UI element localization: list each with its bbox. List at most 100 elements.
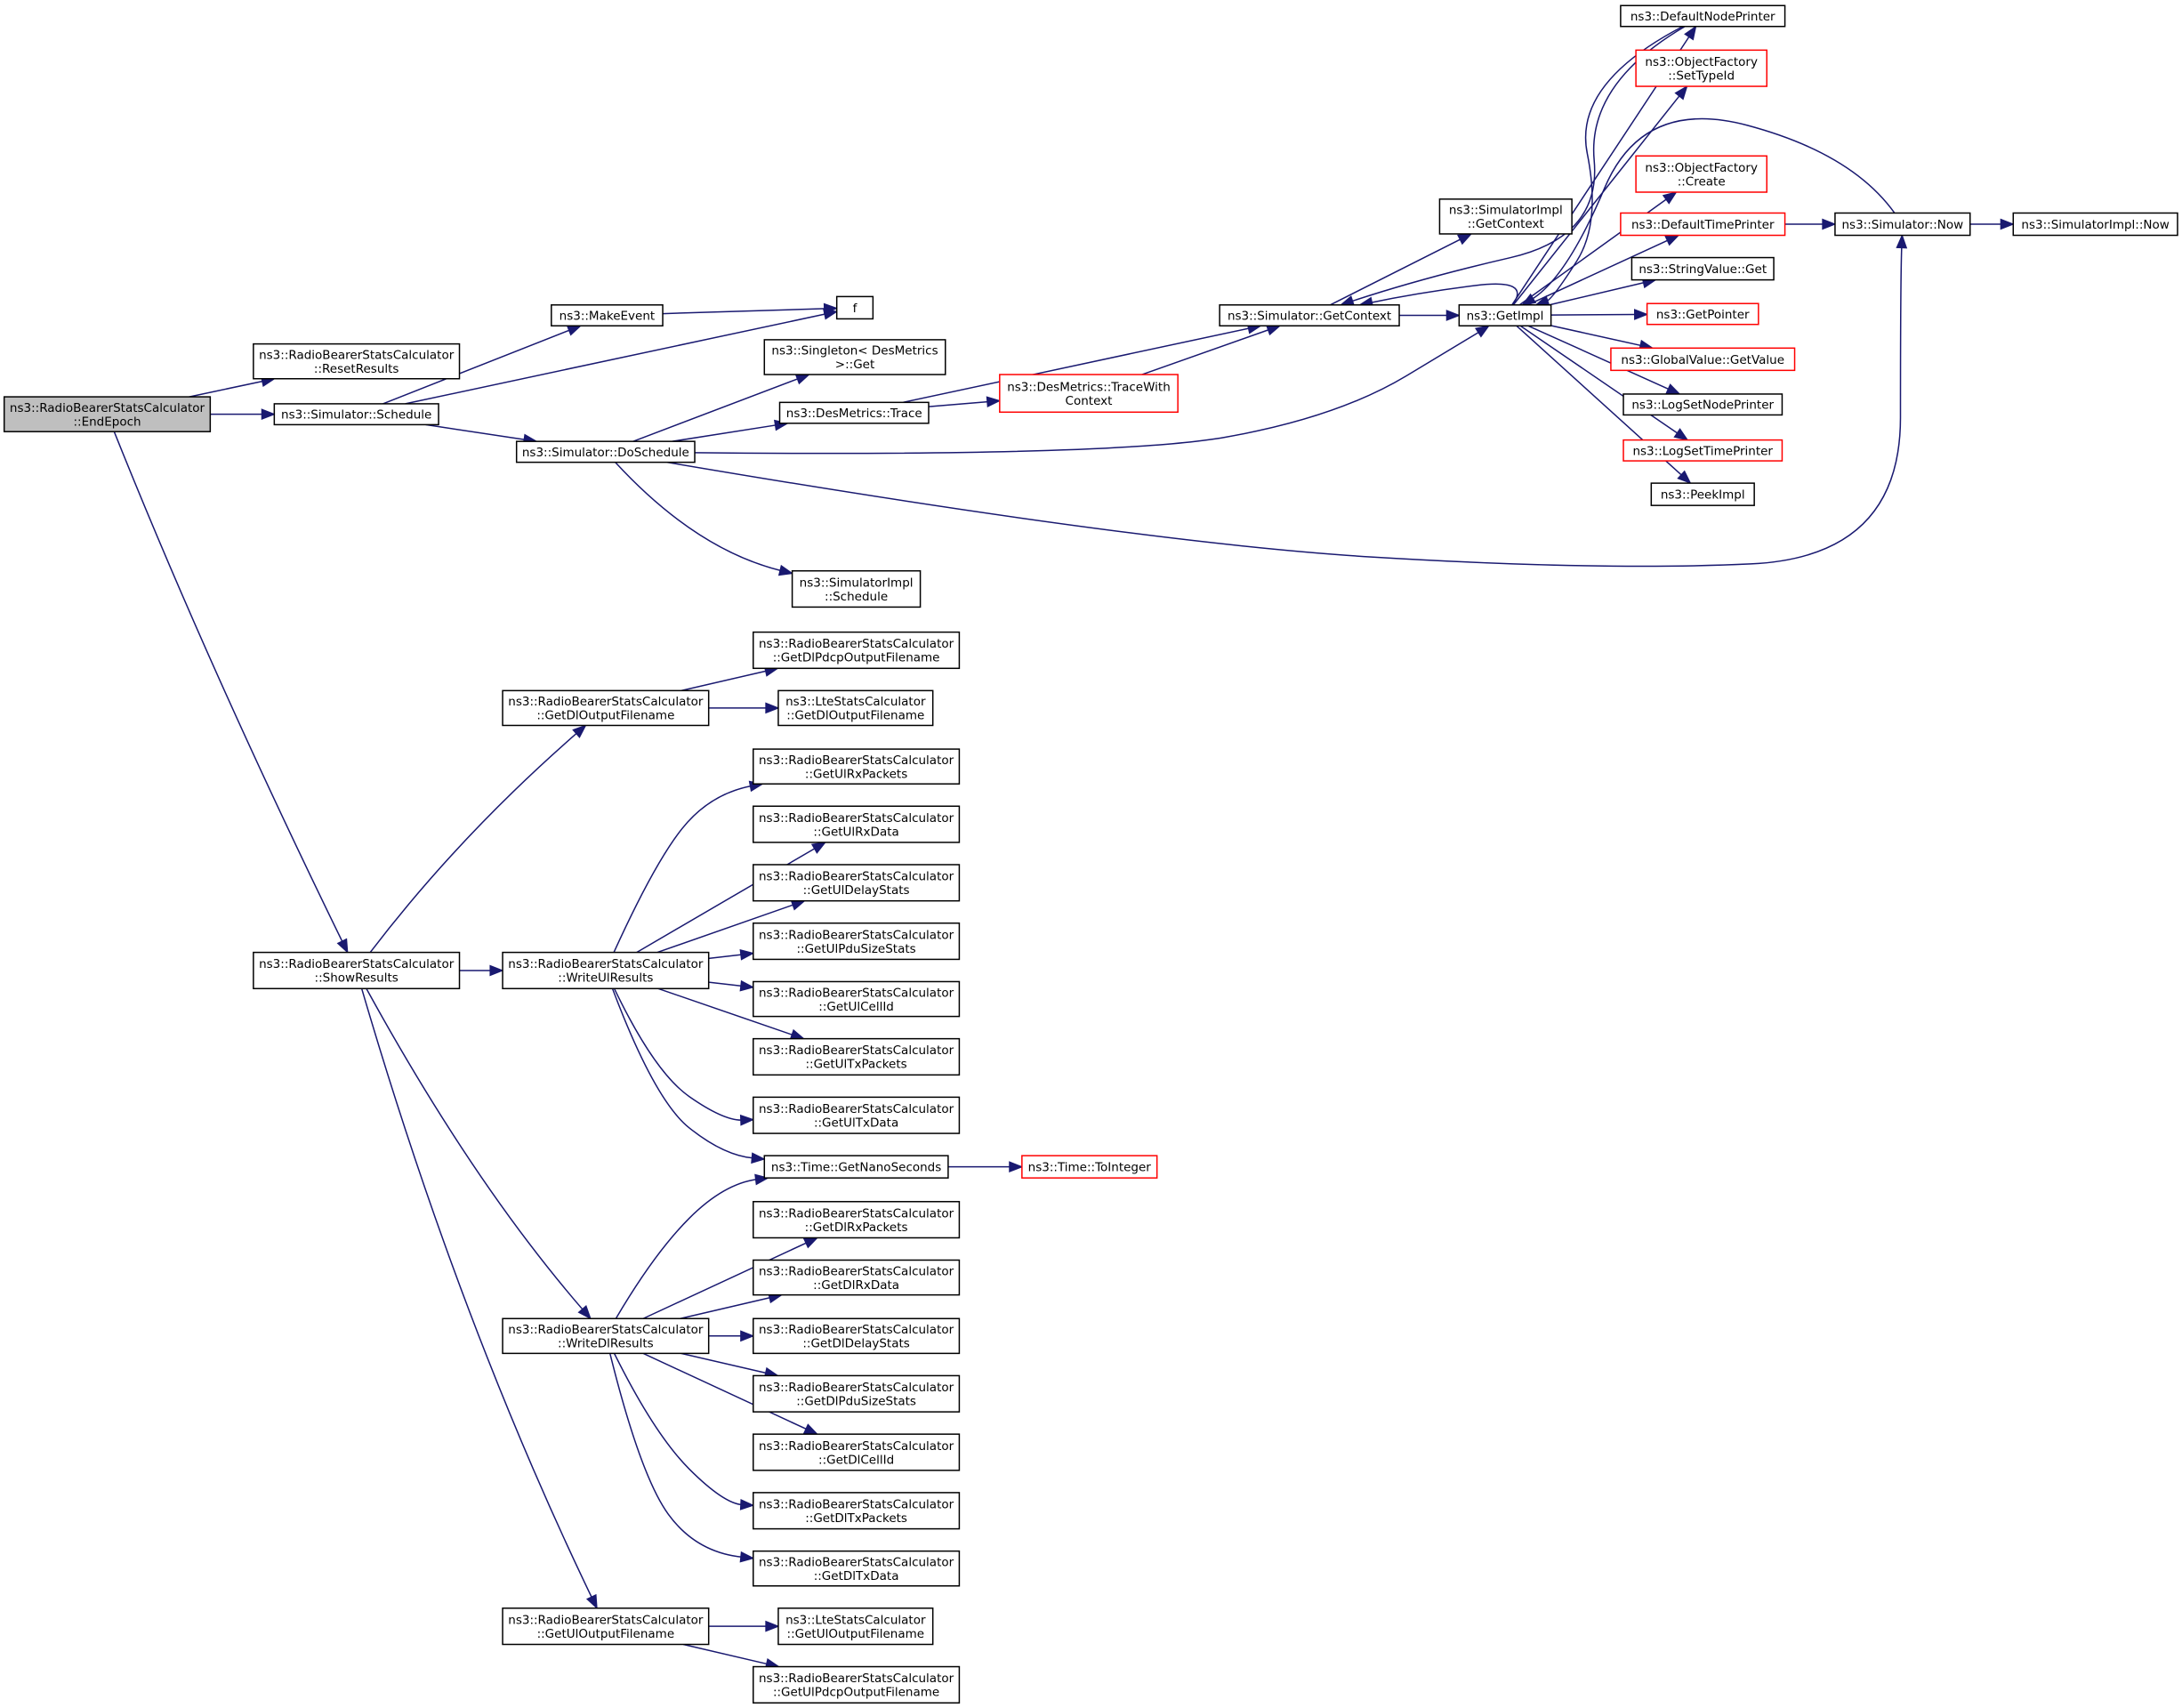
node-box [791,569,922,608]
node-label-line: ::GetUlRxData [813,825,898,839]
node-objfactory_create[interactable]: ns3::ObjectFactory::Create [1635,155,1767,193]
node-getulrxpackets[interactable]: ns3::RadioBearerStatsCalculator::GetUlRx… [753,748,961,785]
node-getdlrxpackets[interactable]: ns3::RadioBearerStatsCalculator::GetDlRx… [753,1201,961,1239]
node-doschedule[interactable]: ns3::Simulator::DoSchedule [515,440,696,463]
node-getulrxdata[interactable]: ns3::RadioBearerStatsCalculator::GetUlRx… [753,805,961,843]
node-endepoch[interactable]: ns3::RadioBearerStatsCalculator::EndEpoc… [3,396,212,432]
node-label-line: ns3::Time::ToInteger [1028,1161,1152,1175]
node-box [753,805,961,843]
node-globalvalue_getvalue[interactable]: ns3::GlobalValue::GetValue [1610,347,1796,372]
node-box [1021,1155,1158,1179]
node-getdldelaystats[interactable]: ns3::RadioBearerStatsCalculator::GetDlDe… [753,1317,961,1355]
call-edge-getdloutputfilename-to-lte_getdloutputfilename [708,702,780,714]
edge-line [642,1241,809,1319]
node-box [551,304,664,327]
node-box [753,1492,961,1530]
arrowhead [739,1551,755,1563]
node-stringvalue_get[interactable]: ns3::StringValue::Get [1630,256,1775,281]
edge-line [609,1353,743,1559]
node-label-line: ::ResetResults [314,362,399,376]
node-objfactory_settypeid[interactable]: ns3::ObjectFactory::SetTypeId [1635,49,1767,87]
node-defaultnodeprinter[interactable]: ns3::DefaultNodePrinter [1620,4,1786,28]
call-edge-sim_getcontext-to-getimpl [1399,310,1461,321]
node-getultxdata[interactable]: ns3::RadioBearerStatsCalculator::GetUlTx… [753,1096,961,1134]
node-getuloutputfilename[interactable]: ns3::RadioBearerStatsCalculator::GetUlOu… [502,1607,710,1646]
node-getdltxdata[interactable]: ns3::RadioBearerStatsCalculator::GetDlTx… [753,1550,961,1587]
edge-line [613,1353,743,1506]
node-simimpl_getcontext[interactable]: ns3::SimulatorImpl::GetContext [1438,198,1573,235]
call-edge-writedlresults-to-getnanoseconds [615,1173,770,1319]
node-time_tointeger[interactable]: ns3::Time::ToInteger [1021,1155,1158,1179]
node-getultxpackets[interactable]: ns3::RadioBearerStatsCalculator::GetUlTx… [753,1037,961,1076]
node-getdlpdusizestats[interactable]: ns3::RadioBearerStatsCalculator::GetDlPd… [753,1374,961,1413]
node-label-line: ns3::RadioBearerStatsCalculator [759,1497,954,1511]
node-label-line: f [853,302,858,316]
node-showresults[interactable]: ns3::RadioBearerStatsCalculator::ShowRes… [253,951,461,990]
node-label-line: ns3::RadioBearerStatsCalculator [508,1323,704,1337]
node-sim_schedule[interactable]: ns3::Simulator::Schedule [273,403,439,426]
call-edge-desmetrics_trace-to-tracewithcontext [928,396,1002,408]
node-defaulttimeprinter[interactable]: ns3::DefaultTimePrinter [1620,212,1786,237]
node-simimpl_schedule[interactable]: ns3::SimulatorImpl::Schedule [791,569,922,608]
node-lte_getdloutputfilename[interactable]: ns3::LteStatsCalculator::GetDlOutputFile… [777,689,934,727]
node-getdltxpackets[interactable]: ns3::RadioBearerStatsCalculator::GetDlTx… [753,1492,961,1530]
edge-line [1519,325,1679,435]
node-sim_getcontext[interactable]: ns3::Simulator::GetContext [1219,304,1400,327]
node-resetresults[interactable]: ns3::RadioBearerStatsCalculator::ResetRe… [253,342,461,380]
call-edge-doschedule-to-singleton_get [632,374,811,442]
call-edge-getimpl-to-globalvalue_getvalue [1550,325,1655,351]
node-getulcellid[interactable]: ns3::RadioBearerStatsCalculator::GetUlCe… [753,980,961,1018]
node-getnanoseconds[interactable]: ns3::Time::GetNanoSeconds [763,1155,949,1179]
call-edge-getimpl-to-stringvalue_get [1549,277,1657,306]
node-writeulresults[interactable]: ns3::RadioBearerStatsCalculator::WriteUl… [502,951,710,990]
arrowhead [790,899,807,911]
node-logsettimeprinter[interactable]: ns3::LogSetTimePrinter [1622,439,1783,462]
node-simimpl_now[interactable]: ns3::SimulatorImpl::Now [2012,212,2178,237]
call-edge-getdloutputfilename-to-getdlpdcpoutputfilename [680,665,779,692]
edge-line [1330,238,1462,306]
node-label-line: ns3::RadioBearerStatsCalculator [759,1439,954,1454]
node-getimpl[interactable]: ns3::GetImpl [1458,304,1552,327]
node-box [515,440,696,463]
call-edge-writeulresults-to-getulcellid [708,979,755,992]
node-singleton_get[interactable]: ns3::Singleton< DesMetrics>::Get [763,339,946,375]
node-label-line: ::ShowResults [315,971,399,986]
node-label-line: ns3::Time::GetNanoSeconds [771,1161,941,1175]
edge-line [613,987,743,1121]
node-getulpdcpoutputfilename[interactable]: ns3::RadioBearerStatsCalculator::GetUlPd… [753,1665,961,1704]
node-label-line: ns3::GetPointer [1656,308,1750,322]
node-box [1620,212,1786,237]
node-getpointer[interactable]: ns3::GetPointer [1646,302,1759,326]
node-label-line: ::GetUlOutputFilename [787,1627,925,1641]
node-getuldelaystats[interactable]: ns3::RadioBearerStatsCalculator::GetUlDe… [753,864,961,902]
node-getdloutputfilename[interactable]: ns3::RadioBearerStatsCalculator::GetDlOu… [502,689,710,727]
call-edge-writedlresults-to-getdltxdata [609,1353,755,1563]
node-makeevent[interactable]: ns3::MakeEvent [551,304,664,327]
edge-line [680,670,768,692]
arrowhead [986,396,1002,408]
arrowhead [739,948,755,961]
node-getdlrxdata[interactable]: ns3::RadioBearerStatsCalculator::GetDlRx… [753,1259,961,1296]
node-getdlpdcpoutputfilename[interactable]: ns3::RadioBearerStatsCalculator::GetDlPd… [753,631,961,670]
node-label-line: ns3::SimulatorImpl::Now [2021,218,2169,232]
node-box [1622,439,1783,462]
node-getdlcellid[interactable]: ns3::RadioBearerStatsCalculator::GetDlCe… [753,1433,961,1471]
node-sim_now[interactable]: ns3::Simulator::Now [1834,212,1971,237]
node-label-line: ns3::RadioBearerStatsCalculator [10,401,205,415]
node-writedlresults[interactable]: ns3::RadioBearerStatsCalculator::WriteDl… [502,1317,710,1355]
node-logsetnodeprinter[interactable]: ns3::LogSetNodePrinter [1622,393,1783,416]
node-box [763,1155,949,1179]
node-peekimpl[interactable]: ns3::PeekImpl [1650,482,1755,506]
arrowhead [1674,85,1688,101]
node-label-line: ::GetDlDelayStats [802,1337,909,1351]
node-lte_getuloutputfilename[interactable]: ns3::LteStatsCalculator::GetUlOutputFile… [777,1607,934,1646]
node-box [3,396,212,432]
node-desmetrics_trace[interactable]: ns3::DesMetrics::Trace [778,401,930,424]
call-edge-writedlresults-to-getdlrxdata [680,1292,784,1319]
node-getulpdusizestats[interactable]: ns3::RadioBearerStatsCalculator::GetUlPd… [753,922,961,961]
call-edge-endepoch-to-resetresults [189,375,277,398]
node-f[interactable]: f [835,295,874,320]
call-edge-getnanoseconds-to-time_tointeger [947,1161,1024,1173]
node-box [753,1096,961,1134]
